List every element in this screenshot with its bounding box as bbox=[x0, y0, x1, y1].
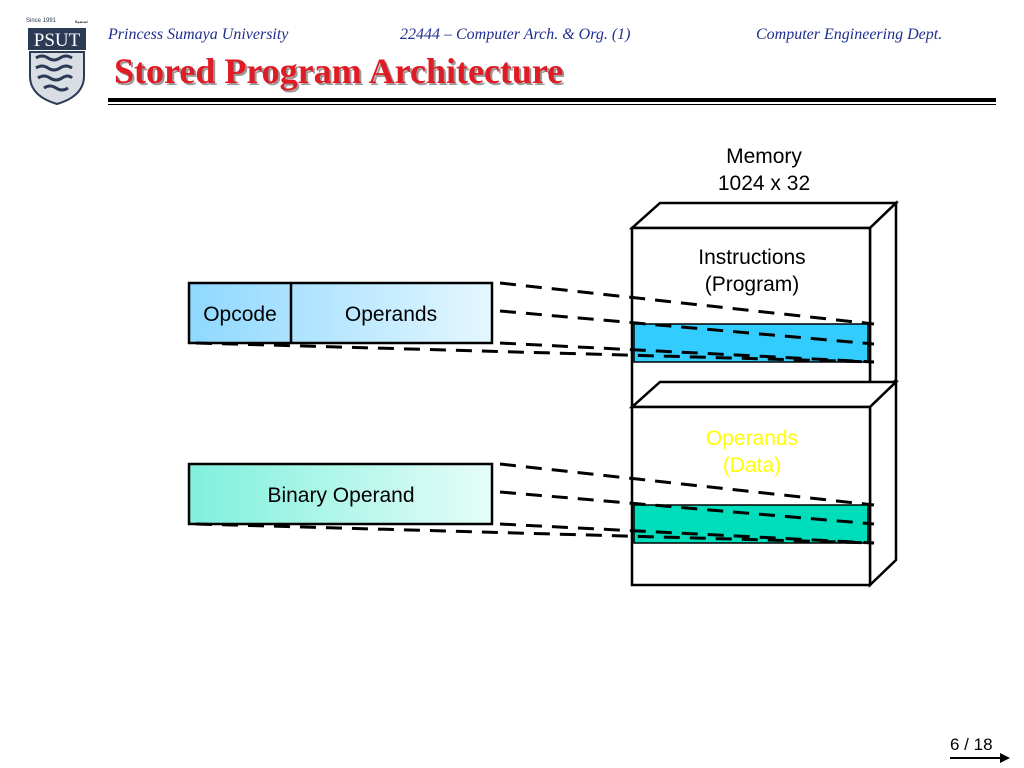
operands-field: Operands bbox=[345, 303, 437, 326]
operand-bottom-connector bbox=[195, 522, 875, 545]
memory-size-label: 1024 x 32 bbox=[718, 172, 810, 195]
instruction-top-connector bbox=[499, 281, 875, 326]
opcode-field: Opcode bbox=[203, 303, 277, 326]
header-university: Princess Sumaya University bbox=[108, 26, 289, 43]
instruction-mid-connector bbox=[499, 309, 875, 346]
logo-arabic-mark: سمية bbox=[74, 19, 88, 25]
logo-since-text: Since 1991 bbox=[26, 18, 57, 24]
slide-title: Stored Program Architecture bbox=[114, 51, 564, 91]
instruction-base-connector bbox=[499, 341, 875, 364]
instructions-label: Instructions bbox=[698, 246, 805, 269]
page-number: 6 / 18 bbox=[950, 735, 993, 754]
connector-lines bbox=[195, 281, 875, 545]
operands-data-label: Operands bbox=[706, 427, 798, 450]
logo-text: PSUT bbox=[34, 30, 81, 51]
program-label: (Program) bbox=[705, 273, 800, 296]
title-rule-thick bbox=[108, 98, 996, 102]
data-label: (Data) bbox=[723, 454, 781, 477]
operand-top-connector bbox=[499, 462, 875, 507]
instruction-bottom-connector bbox=[195, 341, 875, 364]
instruction-word bbox=[187, 281, 494, 345]
memory-label: Memory bbox=[726, 145, 802, 168]
operand-base-connector bbox=[499, 522, 875, 545]
header-department: Computer Engineering Dept. bbox=[756, 26, 943, 43]
next-arrow-icon[interactable] bbox=[950, 752, 1012, 764]
data-memory-block bbox=[628, 379, 900, 588]
binary-operand-label: Binary Operand bbox=[267, 484, 414, 507]
title-rule-thin bbox=[108, 104, 996, 105]
header-course: 22444 – Computer Arch. & Org. (1) bbox=[400, 26, 631, 43]
binary-operand-box bbox=[187, 462, 494, 526]
operand-mid-connector bbox=[499, 490, 875, 526]
instruction-memory-block bbox=[628, 200, 900, 408]
shield-icon: PSUT bbox=[28, 28, 86, 106]
psut-logo: Since 1991 سمية PSUT bbox=[24, 18, 90, 106]
